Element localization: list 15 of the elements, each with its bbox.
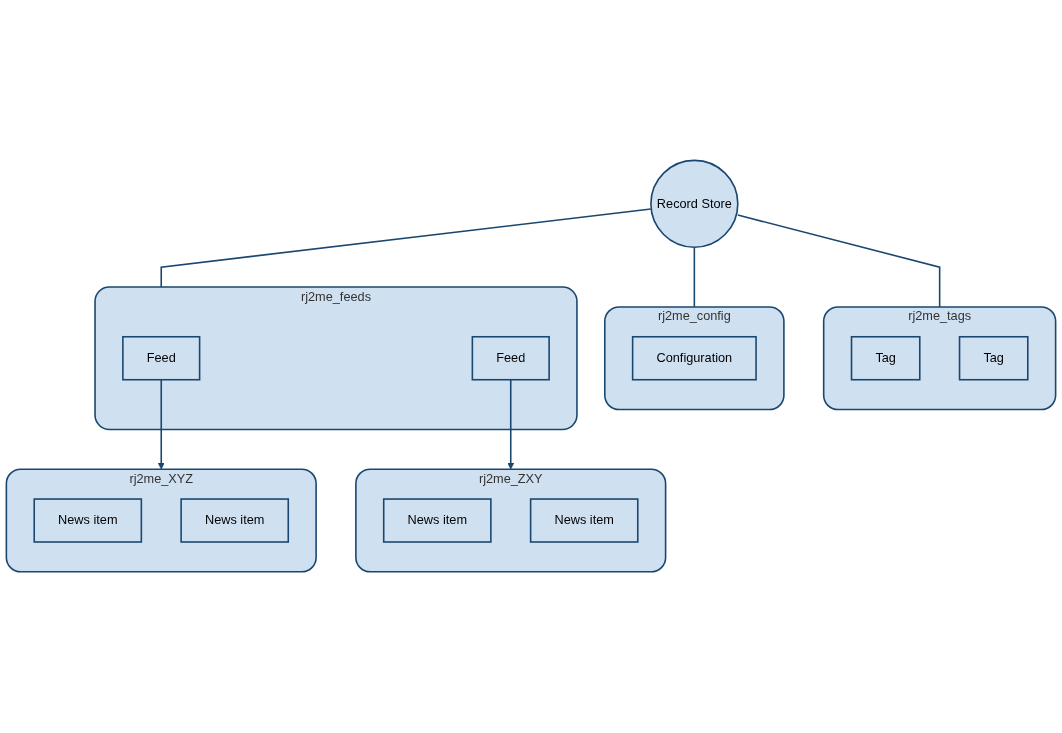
connector — [737, 214, 941, 309]
connector — [693, 246, 696, 309]
arrow — [507, 379, 515, 470]
node-box: Feed — [122, 336, 201, 381]
node-box: News item — [180, 498, 290, 544]
node-box: News item — [33, 498, 143, 544]
node-box: News item — [382, 498, 492, 544]
arrow — [157, 379, 165, 470]
connector — [160, 208, 652, 289]
node-circle: Record Store — [650, 159, 739, 249]
node-box: Tag — [958, 336, 1029, 381]
node-box: Tag — [850, 336, 921, 381]
node-box: Feed — [471, 336, 550, 381]
node-box: Configuration — [631, 336, 757, 381]
node-box: News item — [529, 498, 639, 544]
